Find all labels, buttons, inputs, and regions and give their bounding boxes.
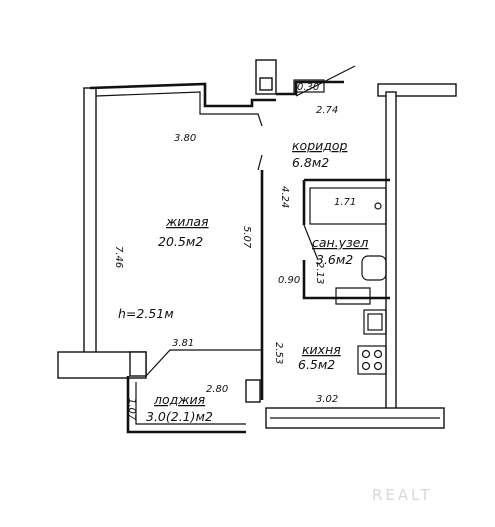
room-loggia-name: лоджия (153, 392, 206, 407)
right-wall (385, 91, 397, 411)
dim-box-030 (293, 79, 325, 93)
dim-424: 4.24 (279, 186, 290, 208)
loggia-inner (135, 382, 246, 425)
stove-burner (373, 361, 383, 371)
stove-burner (361, 349, 371, 359)
sink (361, 255, 387, 281)
watermark: REALT (372, 486, 433, 504)
right-top-wall (377, 83, 457, 97)
room-bathroom-name: сан.узел (312, 235, 368, 250)
dim-380: 3.80 (174, 133, 196, 144)
room-living-name: жилая (165, 214, 209, 229)
balcony-door (145, 349, 262, 377)
door-bath (303, 224, 319, 261)
stove-burner (373, 349, 383, 359)
walls (57, 59, 457, 434)
door-swing-top (295, 65, 356, 97)
bathtub (309, 187, 387, 225)
room-bathroom-area: 3.6м2 (316, 252, 353, 267)
kitchen-sink-bowl (367, 313, 383, 331)
dim-274: 2.74 (316, 105, 338, 116)
top-wall-living (89, 82, 276, 108)
stove (357, 345, 387, 375)
room-corridor-area: 6.8м2 (292, 155, 329, 170)
dim-090: 0.90 (278, 275, 300, 286)
dim-171: 1.71 (334, 197, 356, 208)
dim-302: 3.02 (316, 394, 338, 405)
dim-030: 0.30 (297, 82, 319, 93)
kitchen-sink (363, 309, 387, 335)
dim-253: 2.53 (273, 342, 284, 364)
left-wall (83, 87, 97, 359)
toilet (335, 287, 371, 305)
loggia-outline (126, 376, 246, 434)
stove-burner (361, 361, 371, 371)
room-loggia-area: 3.0(2.1)м2 (146, 409, 213, 424)
living-bottom-pier (129, 351, 147, 377)
bathtub-drain (374, 202, 382, 210)
top-wall-inner (95, 91, 263, 127)
door-living (257, 154, 263, 171)
dim-507: 5.07 (241, 226, 252, 249)
dim-280: 2.80 (206, 384, 228, 395)
room-kitchen-name: кихня (302, 342, 341, 357)
room-living-area: 20.5м2 (158, 234, 203, 249)
dim-381: 3.81 (172, 338, 194, 349)
room-labels: жилая 20.5м2 h=2.51м коридор 6.8м2 сан.у… (118, 138, 368, 424)
bath-bottom-wall (302, 260, 390, 300)
dim-107: 1.07 (126, 398, 137, 421)
loggia-pier (245, 379, 261, 403)
room-living-height: h=2.51м (118, 306, 174, 321)
room-kitchen-area: 6.5м2 (298, 357, 335, 372)
dimension-labels: 0.30 2.74 3.80 7.46 5.07 4.24 1.71 2.13 … (113, 79, 356, 421)
vent-shaft-inner (259, 77, 273, 91)
room-corridor-name: коридор (292, 138, 348, 153)
dim-746: 7.46 (113, 246, 124, 268)
dim-213: 2.13 (314, 262, 325, 284)
top-wall-corridor (276, 80, 344, 96)
